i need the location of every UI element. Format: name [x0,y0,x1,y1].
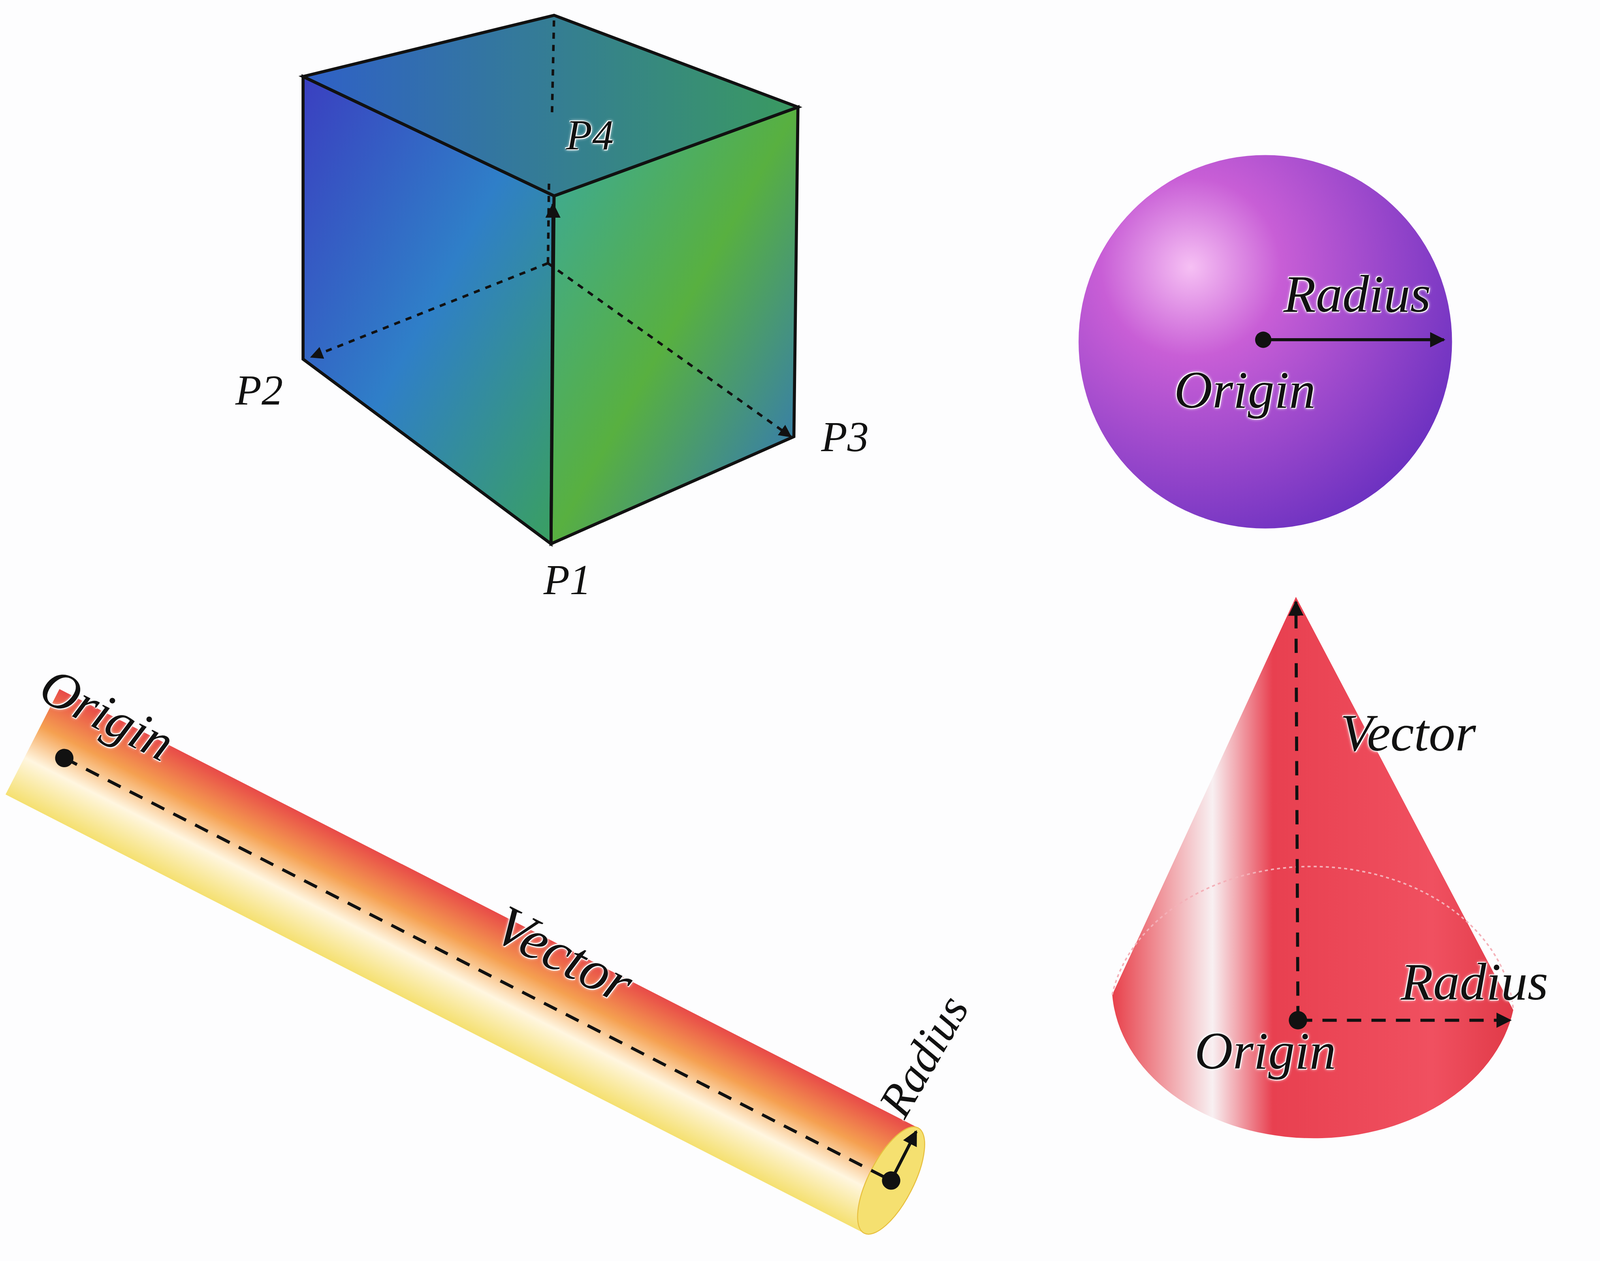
point-label: P2 [235,368,284,411]
point-label: P1 [543,558,592,601]
point-label: P3 [820,415,869,458]
cone [1112,596,1514,1139]
point-label: P4 [566,113,614,157]
vector-label: Vector [1340,705,1476,759]
sphere [1078,155,1452,529]
origin-label: Origin [1174,363,1316,417]
origin-label: Origin [1194,1024,1337,1078]
cube [303,15,799,544]
radius-label: Radius [870,988,977,1125]
radius-label: Radius [1400,955,1549,1009]
cylinder [5,688,938,1244]
radius-label: Radius [1283,267,1431,321]
